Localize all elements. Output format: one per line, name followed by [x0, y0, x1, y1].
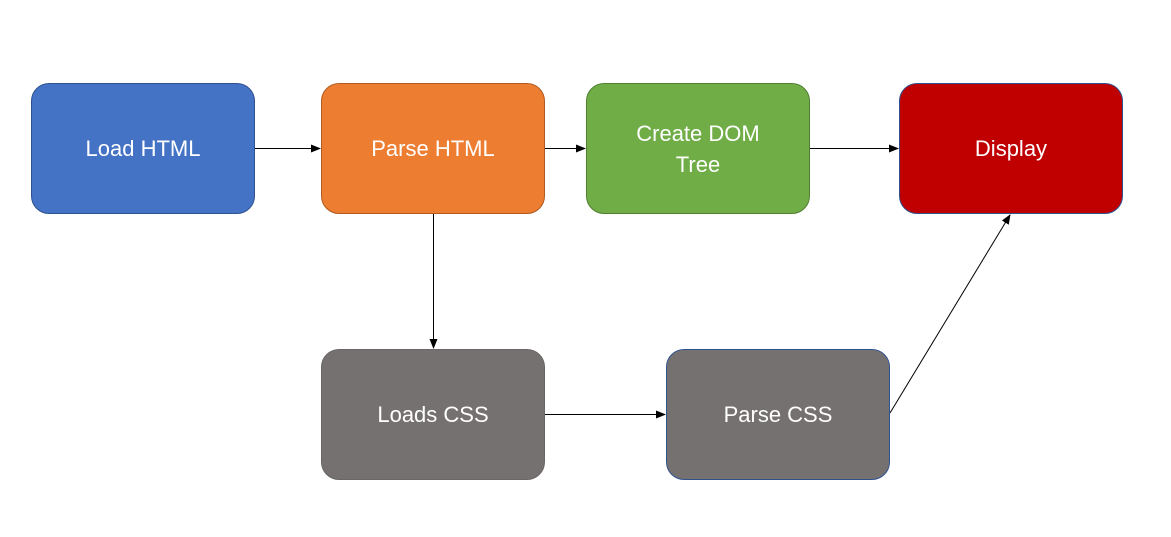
node-parse-html: Parse HTML	[321, 83, 545, 214]
node-create-dom-tree-label: Create DOM Tree	[636, 120, 760, 177]
node-display-label: Display	[974, 136, 1048, 161]
node-parse-css: Parse CSS	[666, 349, 890, 480]
node-load-html-label: Load HTML	[85, 136, 201, 161]
node-load-html: Load HTML	[31, 83, 255, 214]
node-parse-css-label: Parse CSS	[723, 402, 833, 427]
node-display: Display	[899, 83, 1123, 214]
node-parse-html-label: Parse HTML	[371, 136, 495, 161]
node-create-dom-tree: Create DOM Tree	[586, 83, 810, 214]
node-loads-css-label: Loads CSS	[377, 402, 489, 427]
node-loads-css: Loads CSS	[321, 349, 545, 480]
edge-parse-css-to-display	[889, 214, 1011, 414]
